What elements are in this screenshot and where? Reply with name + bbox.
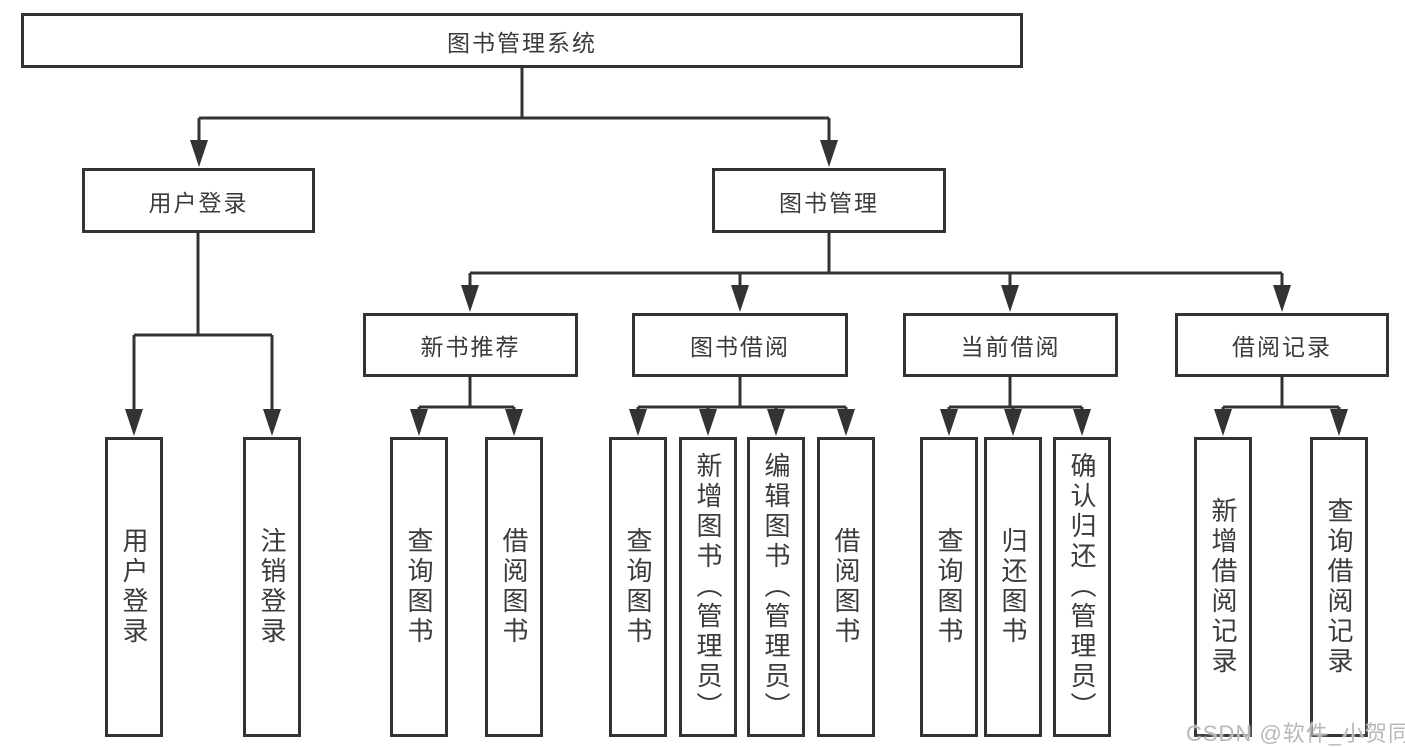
node-library-management-system: 图书管理系统: [21, 13, 1023, 68]
leaf-query-books-current: 查询图书: [920, 437, 978, 737]
leaf-add-borrow-record: 新增借阅记录: [1194, 437, 1252, 737]
leaf-add-book-admin: 新增图书（管理员）: [679, 437, 737, 737]
leaf-query-books-borrowing: 查询图书: [609, 437, 667, 737]
node-borrowing-records: 借阅记录: [1175, 313, 1389, 377]
leaf-query-borrow-record: 查询借阅记录: [1310, 437, 1368, 737]
node-current-borrowing: 当前借阅: [903, 313, 1118, 377]
leaf-query-books-recommend: 查询图书: [390, 437, 448, 737]
node-user-login: 用户登录: [82, 168, 315, 233]
node-book-management: 图书管理: [712, 168, 946, 233]
leaf-logout: 注销登录: [243, 437, 301, 737]
leaf-confirm-return-admin: 确认归还（管理员）: [1053, 437, 1111, 737]
leaf-return-books: 归还图书: [984, 437, 1042, 737]
leaf-borrow-books-recommend: 借阅图书: [485, 437, 543, 737]
leaf-borrow-books-borrowing: 借阅图书: [817, 437, 875, 737]
watermark: CSDN @软件_小贺同学: [1186, 721, 1405, 746]
leaf-edit-book-admin: 编辑图书（管理员）: [747, 437, 805, 737]
leaf-user-login: 用户登录: [105, 437, 163, 737]
node-book-borrowing: 图书借阅: [632, 313, 848, 377]
node-new-book-recommendation: 新书推荐: [363, 313, 578, 377]
